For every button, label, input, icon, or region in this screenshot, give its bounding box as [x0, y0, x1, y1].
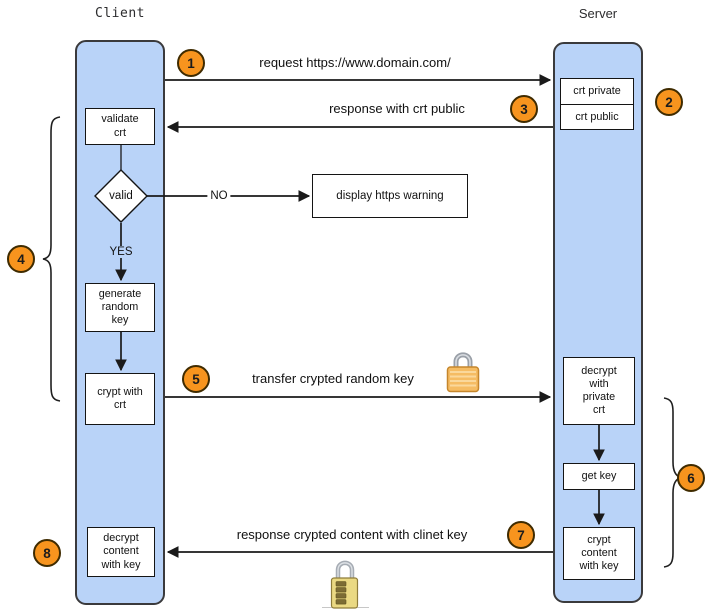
server-lane-title: Server	[578, 6, 618, 21]
step-8-badge: 8	[33, 539, 61, 567]
client-lane-title: Client	[95, 6, 145, 21]
diamond-label: valid	[109, 190, 133, 202]
step-7-badge: 7	[507, 521, 535, 549]
box-generate-random-key: generate random key	[85, 283, 155, 332]
step-3-badge: 3	[510, 95, 538, 123]
step-4-badge: 4	[7, 245, 35, 273]
message-response-content: response crypted content with clinet key	[236, 527, 468, 542]
message-request: request https://www.domain.com/	[259, 55, 451, 70]
valid-decision-diamond	[94, 169, 148, 223]
yes-label: YES	[106, 246, 136, 258]
box-validate-crt: validate crt	[85, 108, 155, 145]
box-crt-public: crt public	[561, 103, 633, 129]
step-5-badge: 5	[182, 365, 210, 393]
box-crt-pair: crt private crt public	[560, 78, 634, 130]
no-label: NO	[207, 190, 231, 202]
box-display-https-warning: display https warning	[312, 174, 468, 218]
box-decrypt-with-private-crt: decrypt with private crt	[563, 357, 635, 425]
box-decrypt-content-with-key: decrypt content with key	[87, 527, 155, 577]
combination-padlock-icon	[322, 560, 369, 609]
box-crypt-with-crt: crypt with crt	[85, 373, 155, 425]
box-get-key: get key	[563, 463, 635, 490]
box-crt-private: crt private	[561, 79, 633, 104]
padlock-closed-icon	[446, 352, 480, 393]
server-lane	[553, 42, 643, 603]
message-response-public: response with crt public	[329, 101, 465, 116]
step-2-badge: 2	[655, 88, 683, 116]
step-1-badge: 1	[177, 49, 205, 77]
client-group-brace	[42, 116, 61, 402]
step-6-badge: 6	[677, 464, 705, 492]
box-crypt-content-with-key: crypt content with key	[563, 527, 635, 580]
message-transfer-key: transfer crypted random key	[252, 371, 414, 386]
